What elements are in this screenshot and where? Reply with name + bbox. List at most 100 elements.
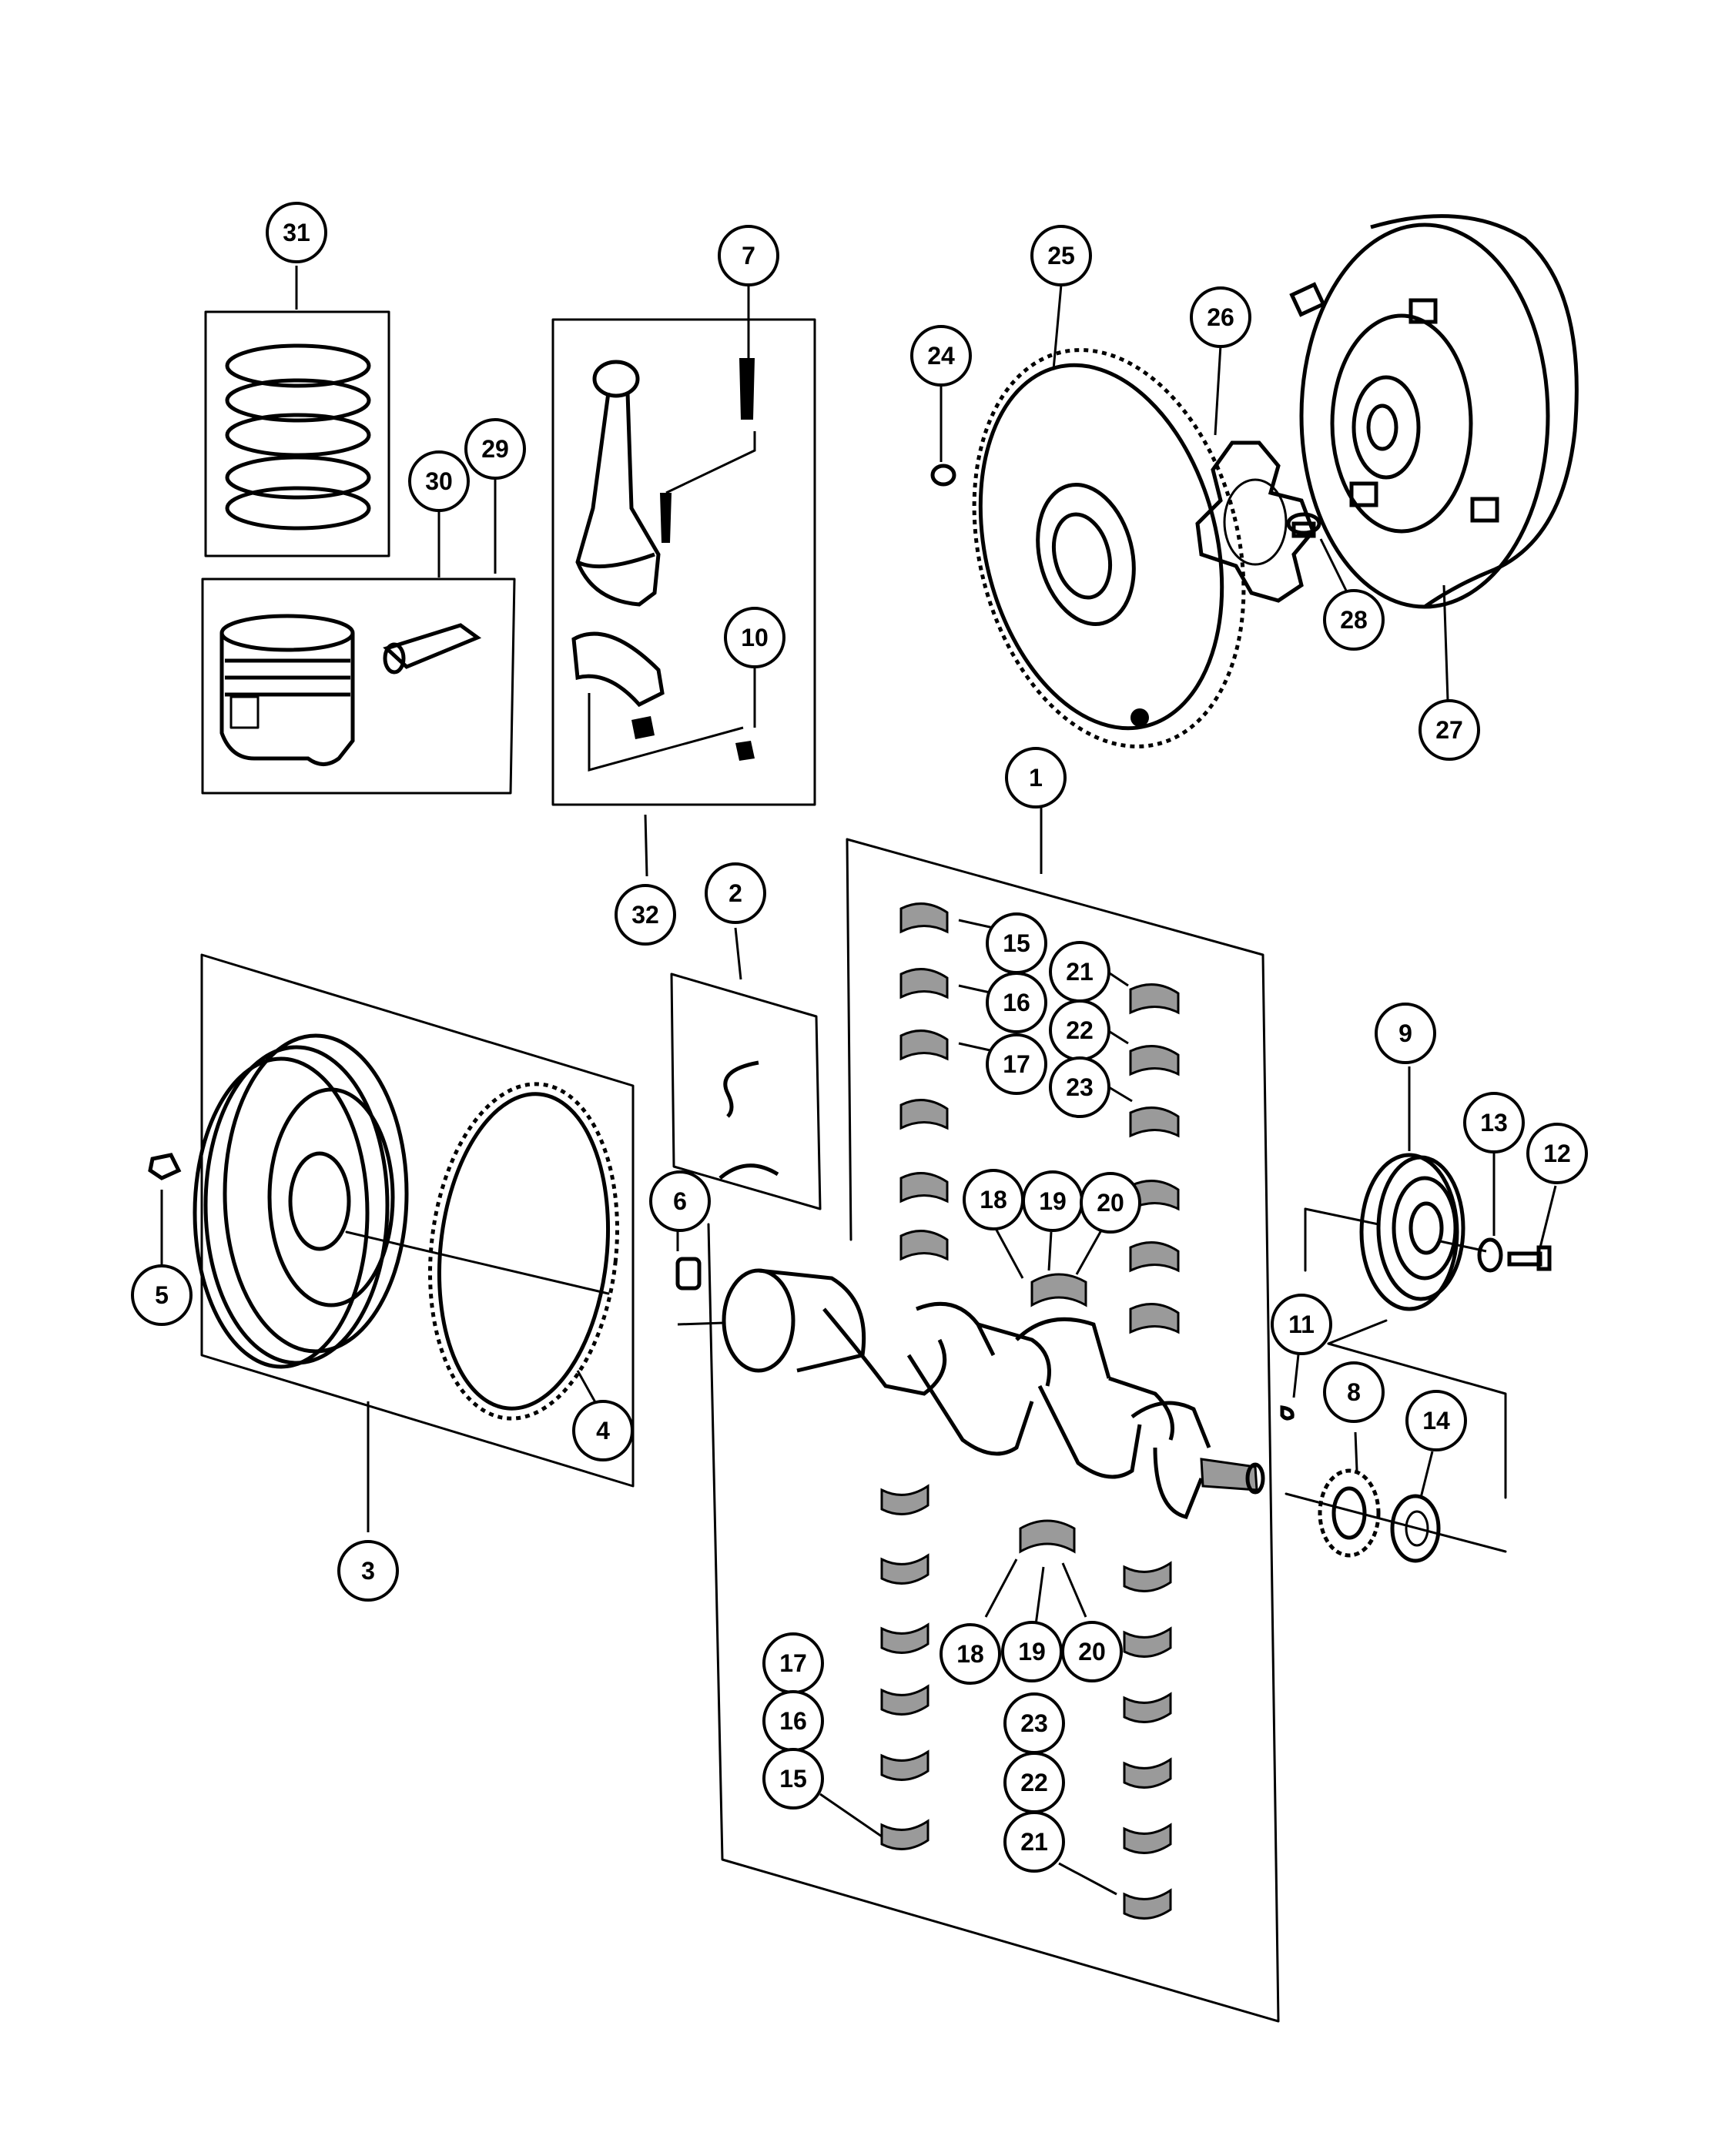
converter-bolt-drawing — [1286, 512, 1321, 538]
callout-16-lower: 16 — [762, 1690, 824, 1752]
thrust-bearing-shells — [1019, 1273, 1087, 1554]
svg-text:14: 14 — [1422, 1407, 1450, 1435]
callout-25: 25 — [1030, 225, 1092, 286]
flywheel-panel — [200, 953, 635, 1532]
callout-1: 1 — [1005, 747, 1067, 808]
callout-22-upper: 22 — [1049, 999, 1110, 1061]
callout-14: 14 — [1405, 1390, 1467, 1451]
callout-22-lower: 22 — [1003, 1752, 1065, 1813]
svg-text:17: 17 — [1003, 1050, 1030, 1078]
hub-adapter-drawing — [1195, 440, 1315, 603]
svg-text:13: 13 — [1480, 1109, 1508, 1137]
connecting-rod-drawing — [551, 285, 816, 806]
callout-21-lower: 21 — [1003, 1811, 1065, 1873]
svg-text:19: 19 — [1039, 1187, 1067, 1215]
callout-15-lower: 15 — [762, 1748, 824, 1810]
svg-text:3: 3 — [361, 1557, 375, 1585]
callout-19-upper: 19 — [1022, 1170, 1084, 1232]
callout-11: 11 — [1271, 1294, 1332, 1355]
callout-5: 5 — [131, 1264, 193, 1326]
callout-26: 26 — [1190, 286, 1251, 348]
svg-text:15: 15 — [779, 1765, 807, 1793]
svg-text:20: 20 — [1078, 1638, 1106, 1666]
svg-text:2: 2 — [729, 879, 742, 907]
svg-text:19: 19 — [1018, 1638, 1046, 1666]
svg-text:23: 23 — [1020, 1709, 1048, 1737]
svg-text:27: 27 — [1435, 716, 1463, 744]
svg-text:22: 22 — [1020, 1769, 1048, 1796]
torque-converter-drawing — [1289, 214, 1579, 609]
callout-15-upper: 15 — [986, 912, 1047, 974]
piston-ring-set-drawing — [204, 310, 390, 557]
callout-31: 31 — [266, 202, 327, 263]
svg-text:16: 16 — [779, 1707, 807, 1735]
callout-28: 28 — [1323, 589, 1385, 651]
vibration-damper-drawing — [1359, 1066, 1487, 1311]
damper-bolt-drawing — [1507, 1185, 1557, 1271]
lower-bearing-shells-left — [880, 1484, 929, 1850]
callout-23-lower: 23 — [1003, 1692, 1065, 1754]
svg-text:1: 1 — [1029, 764, 1043, 792]
main-bearing-panel — [707, 807, 1280, 2023]
callout-27: 27 — [1419, 699, 1480, 761]
piston-and-pin-drawing — [201, 578, 516, 795]
callout-8: 8 — [1323, 1361, 1385, 1423]
callout-6: 6 — [649, 1170, 711, 1232]
svg-text:21: 21 — [1020, 1828, 1048, 1856]
callout-17-upper: 17 — [986, 1033, 1047, 1095]
svg-text:16: 16 — [1003, 989, 1030, 1016]
upper-bearing-shells-left — [899, 902, 949, 1261]
svg-text:18: 18 — [956, 1640, 984, 1668]
leader-lines — [295, 266, 1449, 1896]
svg-text:24: 24 — [927, 342, 955, 370]
callout-9: 9 — [1375, 1003, 1436, 1064]
callout-19-lower: 19 — [1001, 1621, 1063, 1682]
callout-16-upper: 16 — [986, 972, 1047, 1033]
callout-21-upper: 21 — [1049, 941, 1110, 1003]
oil-slinger-drawing — [1390, 1451, 1441, 1563]
damper-washer-drawing — [1477, 1151, 1503, 1273]
crank-sprocket-drawing — [1318, 1431, 1381, 1558]
flexplate-drawing — [972, 348, 1246, 748]
flywheel-drawing — [193, 1033, 610, 1369]
svg-text:9: 9 — [1398, 1019, 1412, 1047]
svg-text:12: 12 — [1543, 1140, 1571, 1167]
flywheel-bolt-drawing — [148, 1153, 182, 1267]
callout-32: 32 — [615, 884, 676, 946]
svg-text:21: 21 — [1066, 958, 1094, 986]
crankshaft-drawing — [677, 1268, 1265, 1519]
callout-20-lower: 20 — [1061, 1621, 1123, 1682]
crank-key-drawing — [1280, 1347, 1301, 1421]
svg-text:6: 6 — [673, 1187, 687, 1215]
callout-18-lower: 18 — [940, 1623, 1001, 1685]
svg-text:10: 10 — [741, 624, 769, 651]
upper-bearing-shells-right — [1129, 983, 1180, 1334]
callout-29: 29 — [464, 418, 526, 480]
svg-text:11: 11 — [1288, 1311, 1315, 1338]
svg-text:22: 22 — [1066, 1016, 1094, 1044]
svg-text:17: 17 — [779, 1649, 807, 1677]
callout-24: 24 — [910, 325, 972, 387]
svg-text:5: 5 — [155, 1281, 169, 1309]
callout-3: 3 — [337, 1540, 399, 1602]
callout-30: 30 — [408, 450, 470, 512]
svg-text:28: 28 — [1340, 606, 1368, 634]
svg-text:26: 26 — [1207, 303, 1234, 331]
svg-text:7: 7 — [742, 242, 755, 270]
svg-text:4: 4 — [596, 1417, 610, 1445]
callout-7: 7 — [718, 225, 779, 286]
svg-text:31: 31 — [283, 219, 310, 246]
callout-2: 2 — [705, 862, 766, 924]
svg-text:29: 29 — [481, 435, 509, 463]
callout-12: 12 — [1526, 1123, 1588, 1184]
front-damper-panel — [1285, 1207, 1507, 1553]
svg-text:8: 8 — [1347, 1378, 1361, 1406]
svg-text:23: 23 — [1066, 1073, 1094, 1101]
lower-bearing-shells-right — [1123, 1561, 1172, 1920]
svg-text:20: 20 — [1097, 1189, 1124, 1217]
svg-text:18: 18 — [980, 1186, 1007, 1214]
callout-17-lower: 17 — [762, 1632, 824, 1694]
thrust-bearing-panel — [670, 927, 822, 1210]
svg-text:25: 25 — [1047, 242, 1075, 270]
